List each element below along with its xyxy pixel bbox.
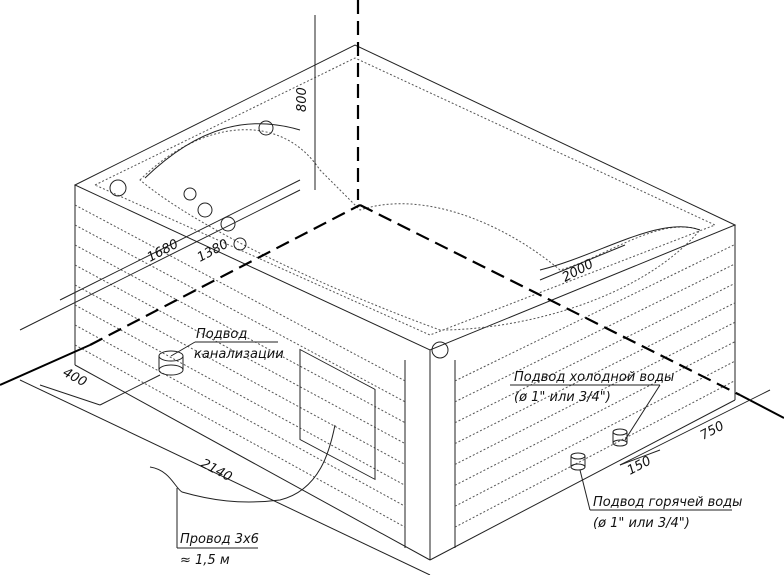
jet [258,120,274,136]
panel-slat [454,380,736,528]
panel-slat [74,304,406,486]
tub-rim-outer [73,44,737,351]
panel-slat [454,321,736,465]
cold-water-fitting-icon [510,384,661,447]
control-panel [299,348,376,481]
cable-label-line1: Провод 3х6 [180,532,259,547]
cold-water-label-line1: Подвод холодной воды [514,370,674,385]
basin-outline [139,129,701,331]
dim-hot-offset: 150 [625,454,654,479]
drain-label-line1: Подвод [196,327,247,342]
dim-height: 800 [295,87,310,112]
cable-label-line2: ≈ 1,5 м [180,553,230,568]
panel-slat [454,243,736,382]
panel-slat [454,282,736,424]
tub-rim-inner [93,57,717,336]
panel-slat [74,244,406,424]
dim-drain-offset: 400 [60,365,89,390]
panel-slat [74,284,406,465]
panel-slat [74,344,406,528]
hot-water-fitting-icon [570,452,732,511]
cold-water-label-line2: (ø 1" или 3/4") [514,390,611,405]
panel-slat [454,341,736,486]
headrest-left [144,123,301,179]
drain-fitting-icon [99,341,278,406]
center-axes [0,0,784,419]
drain-label-line2: канализации [194,347,284,362]
headrest-right [539,226,701,271]
panel-slat [454,302,736,445]
hot-water-label-line1: Подвод горячей воды [593,495,742,510]
hot-water-label-line2: (ø 1" или 3/4") [593,516,690,531]
tub-body [73,44,737,561]
panel-slat [74,264,406,444]
dim-width-inner: 1380 [195,237,231,266]
panel-slat [454,360,736,507]
panel-slat [454,263,736,403]
dim-width-outer: 1680 [145,237,181,266]
dim-cold-offset: 750 [698,419,727,444]
panel-slat [74,324,406,507]
dimension-lines [19,15,771,575]
dim-length-inner: 2000 [560,257,596,286]
power-cable-icon [149,424,336,549]
dim-length-outer: 2140 [198,456,234,485]
